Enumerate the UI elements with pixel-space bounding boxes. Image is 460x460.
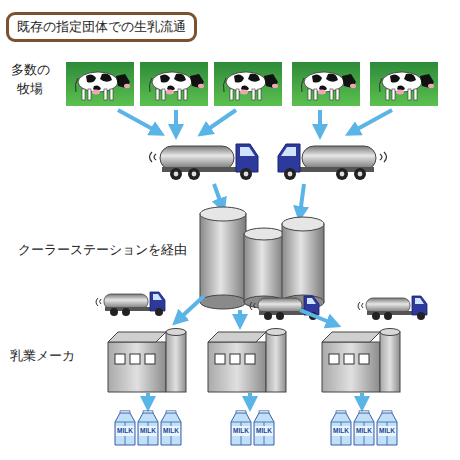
milk-carton: MILK: [230, 410, 252, 446]
milk-carton: MILK: [330, 410, 352, 446]
text-label: 乳業メーカ: [10, 346, 100, 365]
carton-text: MILK: [330, 427, 352, 435]
title-box: 既存の指定団体での生乳流通: [6, 12, 197, 42]
milk-carton: MILK: [376, 410, 398, 446]
milk-carton: MILK: [160, 410, 182, 446]
carton-text: MILK: [160, 427, 182, 435]
carton-text: MILK: [353, 427, 375, 435]
carton-text: MILK: [253, 427, 275, 435]
milk-carton: MILK: [253, 410, 275, 446]
text-label: クーラーステーションを経由: [18, 240, 198, 259]
carton-text: MILK: [114, 427, 136, 435]
text-label: 多数の 牧場: [6, 60, 54, 98]
milk-carton: MILK: [137, 410, 159, 446]
carton-text: MILK: [230, 427, 252, 435]
carton-text: MILK: [137, 427, 159, 435]
carton-text: MILK: [376, 427, 398, 435]
milk-carton: MILK: [353, 410, 375, 446]
milk-carton: MILK: [114, 410, 136, 446]
